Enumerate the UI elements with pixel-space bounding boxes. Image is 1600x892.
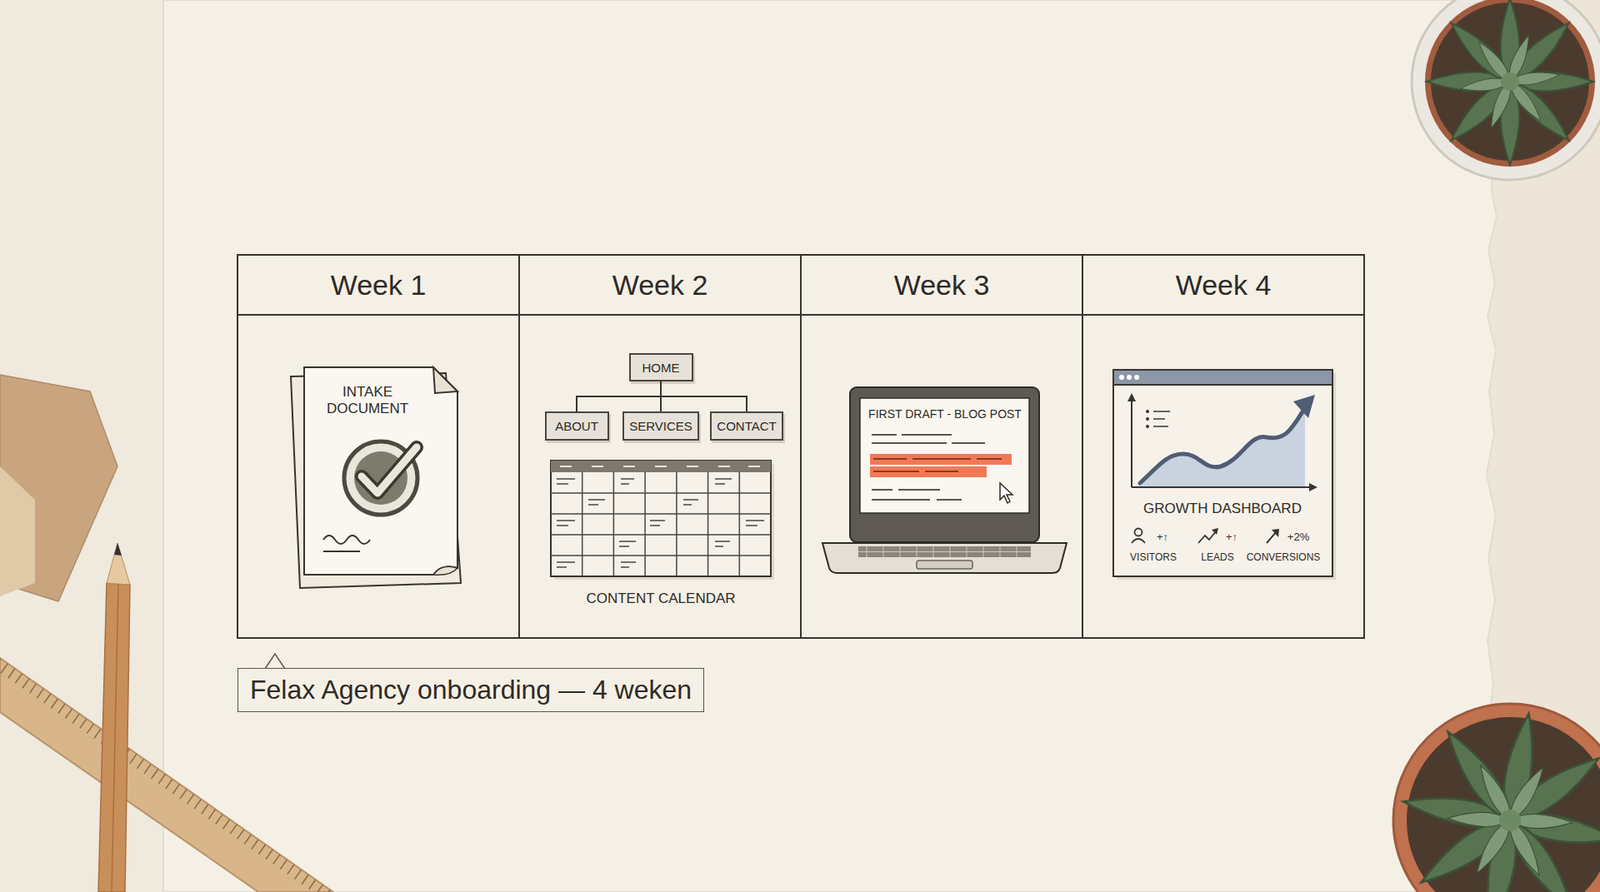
content-calendar-part [556,479,765,568]
intake-document-part [433,367,458,394]
potted-plant-part [1411,0,1600,180]
laptop-part [860,398,1030,514]
screen-title: FIRST DRAFT - BLOG POST [868,407,1022,421]
calendar-label: CONTENT CALENDAR [585,590,735,608]
growth-dashboard-part [1198,531,1216,544]
growth-dashboard-part [1271,529,1280,538]
pencil-part [111,585,119,892]
growth-dashboard [1113,370,1336,580]
growth-dashboard-part [1131,398,1313,488]
laptop-part [873,459,1002,472]
growth-dashboard-part [1126,375,1132,380]
intake-document-part [433,566,458,575]
week-heading: Week 4 [1083,255,1364,315]
potted-plant-part [1393,704,1600,892]
week-column: Week 3 [800,254,1084,640]
week-column: Week 2 HOME ABOUT SERVICES CONTACT [518,254,802,640]
desk-background-part [163,0,1497,892]
pencil-part [98,583,130,892]
growth-dashboard-part [1135,529,1143,537]
pencil-part [106,543,130,585]
metric-change: +↑ [1156,531,1169,545]
pencil-part [114,543,122,556]
sitemap-box: CONTACT [710,411,784,441]
page-name: SERVICES [629,419,693,434]
kraft-envelope [0,375,118,602]
week-heading: Week 1 [238,255,519,315]
sitemap-box: SERVICES [622,411,700,441]
kraft-envelope-part [0,466,35,597]
potted-plant [1393,704,1600,892]
metric-change: +2% [1287,531,1310,545]
content-calendar-part [550,460,771,473]
page-name: ABOUT [555,419,599,434]
growth-dashboard-part [1140,408,1305,484]
growth-dashboard-part [1131,539,1145,544]
page-name: CONTACT [716,419,776,434]
intake-document-part [304,367,458,575]
intake-document-part [361,447,417,494]
intake-document [290,367,461,589]
growth-dashboard-part [1113,370,1333,577]
pencil [98,543,130,892]
intake-document-part [361,447,417,494]
potted-plant-part [1426,0,1594,165]
growth-dashboard-part [1140,408,1305,487]
growth-dashboard-part [1113,370,1333,385]
growth-dashboard-part [1309,483,1318,492]
week-heading: Week 3 [801,255,1082,315]
callout-pointer [265,654,285,670]
laptop-part [858,546,1031,558]
growth-dashboard-part [1145,417,1150,421]
metric-change: +↑ [1225,531,1238,545]
intake-document-part [323,535,370,545]
growth-dashboard-part [1145,410,1150,414]
intake-document-part [344,441,418,515]
intake-document-part [323,550,360,553]
week-column: Week 1 [236,254,520,640]
laptop-part [1000,483,1013,504]
caption: Felax Agency onboarding — 4 weken [237,668,705,713]
laptop-part [858,546,1031,558]
page-name: HOME [642,360,680,375]
laptop [822,387,1067,574]
week-column: Week 4 [1081,254,1365,640]
content-calendar-part [560,465,760,468]
document-label: INTAKE DOCUMENT [315,384,420,417]
week-heading: Week 2 [520,255,800,315]
content-calendar [550,460,775,580]
sitemap-box: HOME [629,353,694,382]
sitemap-link [660,381,747,412]
kraft-envelope-part [0,375,118,602]
content-calendar-part [550,472,771,577]
laptop-part [822,543,1067,574]
potted-plant-part [1500,72,1520,91]
potted-plant-part [1460,33,1561,130]
dashboard-title: GROWTH DASHBOARD [1143,500,1302,518]
growth-dashboard-part [1134,375,1140,380]
sitemap-link [576,381,661,412]
growth-dashboard-part [1293,395,1315,419]
growth-dashboard-part [1153,411,1170,427]
metric-label: CONVERSIONS [1246,552,1321,565]
potted-plant-part [1499,810,1521,832]
growth-dashboard-part [1127,393,1136,402]
growth-dashboard-part [1211,528,1219,535]
growth-dashboard-part [1145,425,1150,429]
laptop-part [916,560,973,570]
potted-plant-part [1400,711,1600,892]
growth-dashboard-part [1119,375,1125,380]
potted-plant-part [1447,762,1574,880]
laptop-part [850,387,1040,543]
content-calendar-part [550,460,771,577]
sitemap-box: ABOUT [545,411,610,441]
potted-plant-part [1425,0,1595,167]
metric-label: LEADS [1200,552,1234,565]
potted-plant [1411,0,1600,180]
metric-label: VISITORS [1130,552,1177,565]
